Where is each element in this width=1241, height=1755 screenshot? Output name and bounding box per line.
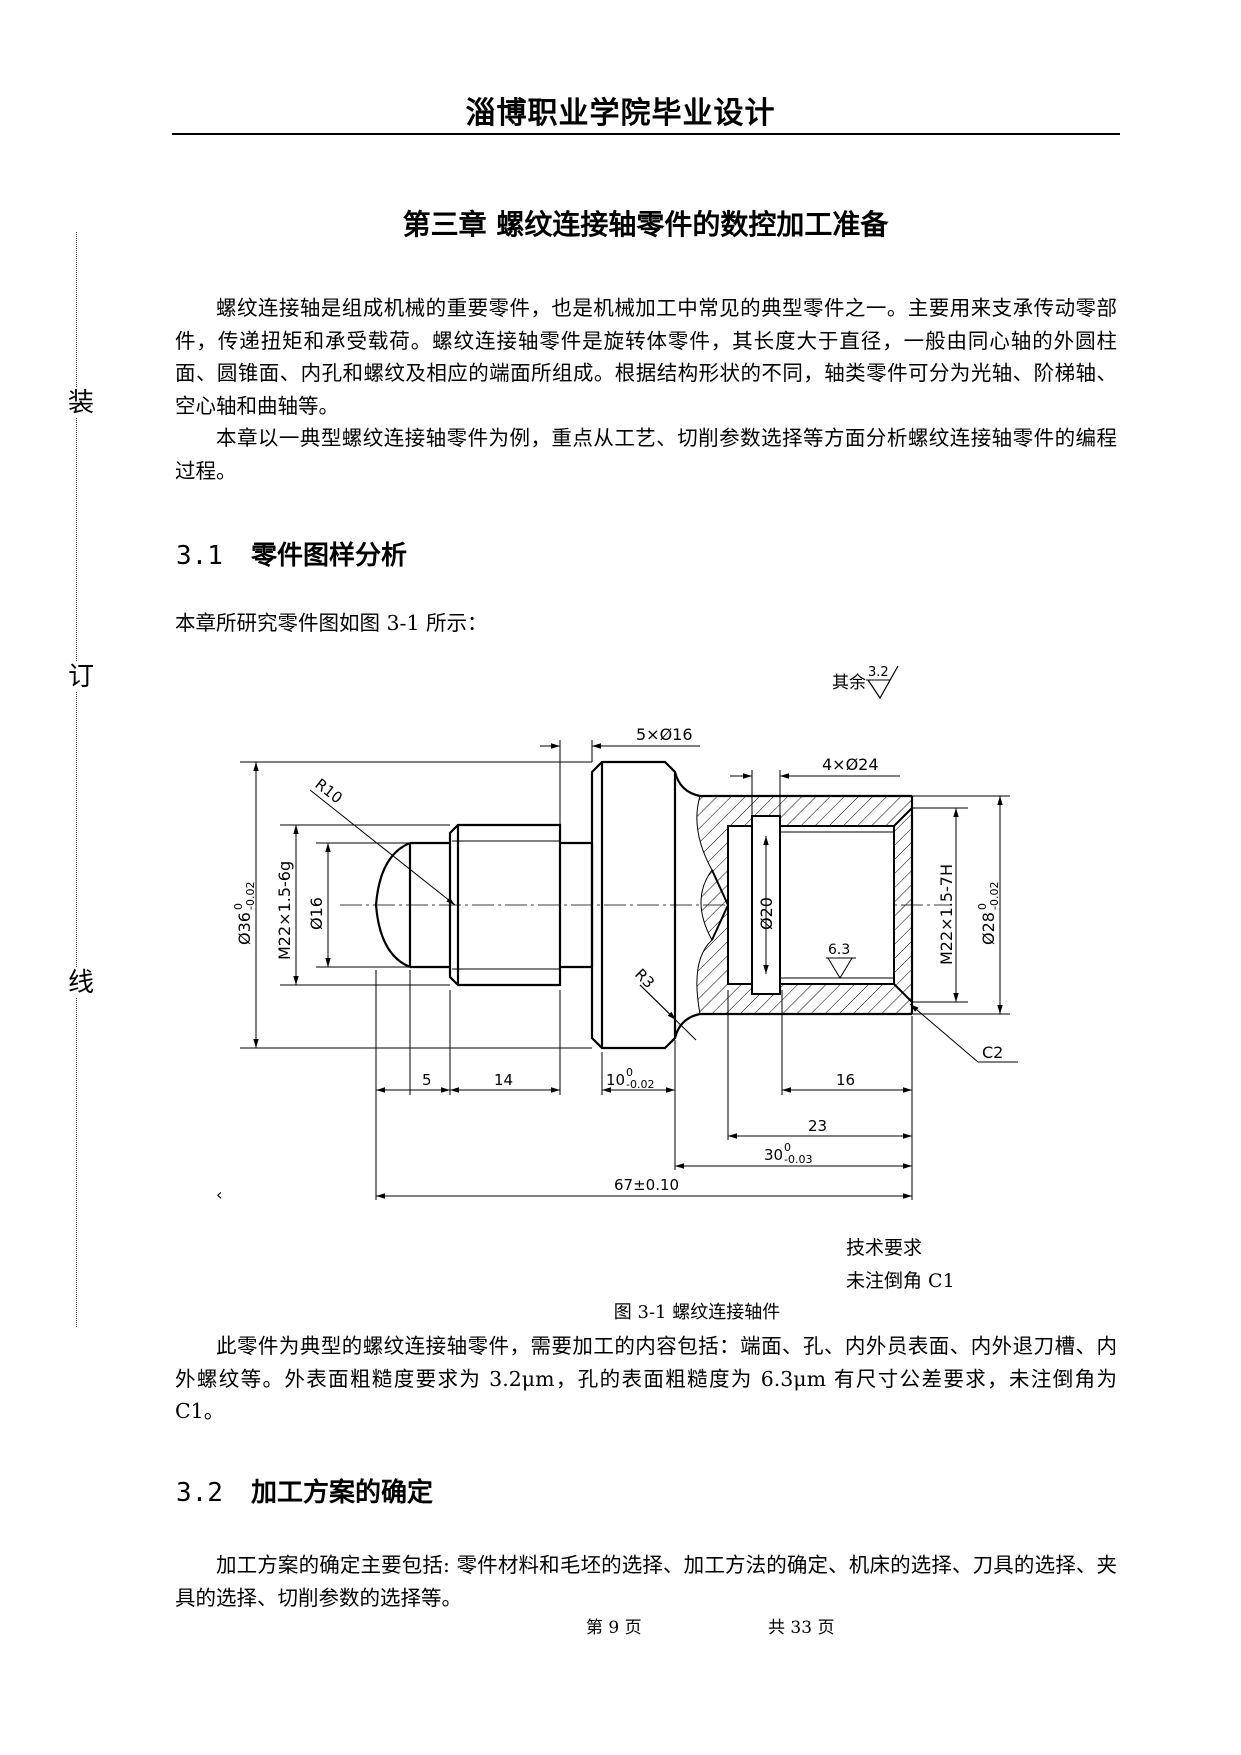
stray-mark: ‹ — [216, 1185, 222, 1204]
dim-d20: Ø20 — [757, 836, 776, 974]
section-heading-3-1: 3.1 零件图样分析 — [176, 535, 407, 572]
dim-l30-tol: -0.03 — [784, 1153, 812, 1166]
chapter-title: 第三章 螺纹连接轴零件的数控加工准备 — [402, 208, 889, 241]
analysis-paragraph: 此零件为典型的螺纹连接轴零件，需要加工的内容包括：端面、孔、内外员表面、内外退刀… — [175, 1334, 1117, 1423]
dim-d28-label: Ø28 — [979, 912, 998, 945]
dim-l67-label: 67±0.10 — [614, 1176, 679, 1194]
dim-l10-sup: 0 — [626, 1066, 633, 1079]
figure-lead-text: 本章所研究零件图如图 3-1 所示： — [175, 611, 488, 635]
dim-d28-tol: -0.02 — [988, 882, 1001, 910]
binding-char-ding: 订 — [66, 662, 96, 692]
dim-l30-label: 30 — [764, 1146, 783, 1164]
header-rule — [172, 133, 1120, 135]
tech-req-title: 技术要求 — [846, 1237, 923, 1259]
binding-char-xian: 线 — [66, 968, 96, 998]
footer-total-pages: 共 33 页 — [768, 1618, 835, 1638]
dim-l5-label: 5 — [422, 1071, 432, 1089]
dim-l14-label: 14 — [494, 1071, 513, 1089]
roughness-hole-symbol: 6.3 — [826, 942, 856, 979]
dim-d36-label: Ø36 — [235, 912, 254, 945]
intro-paragraph-1: 螺纹连接轴是组成机械的重要零件，也是机械加工中常见的典型零件之一。主要用来支承传… — [175, 296, 1117, 418]
plan-paragraph: 加工方案的确定主要包括: 零件材料和毛坯的选择、加工方法的确定、机床的选择、刀具… — [175, 1553, 1117, 1610]
section-title: 加工方案的确定 — [250, 1478, 433, 1508]
dim-r10: R10 — [309, 775, 456, 906]
tech-req-item: 未注倒角 C1 — [846, 1270, 955, 1292]
dim-l10-label: 10 — [606, 1071, 625, 1089]
binding-line — [76, 232, 77, 1327]
dim-m22-ext-label: M22×1.5-6g — [275, 861, 294, 960]
section-heading-3-2: 3.2 加工方案的确定 — [176, 1472, 433, 1509]
section-title: 零件图样分析 — [250, 541, 407, 571]
dim-d36-sup: 0 — [232, 903, 245, 910]
dim-r3: R3 — [631, 965, 697, 1041]
dim-diameters-left: Ø36 0 -0.02 M22×1.5-6g Ø16 — [232, 761, 592, 1049]
figure-caption: 图 3-1 螺纹连接轴件 — [613, 1302, 781, 1323]
binding-char-zhuang: 装 — [66, 388, 96, 418]
dim-d36-tol: -0.02 — [244, 882, 257, 910]
dim-d28-sup: 0 — [976, 903, 989, 910]
roughness-other-symbol: 其余 3.2 — [832, 665, 899, 700]
dim-m22-int-label: M22×1.5-7H — [937, 864, 956, 965]
page-header-title: 淄博职业学院毕业设计 — [465, 96, 776, 131]
roughness-other-value: 3.2 — [868, 665, 889, 680]
intro-paragraph-2: 本章以一典型螺纹连接轴零件为例，重点从工艺、切削参数选择等方面分析螺纹连接轴零件… — [175, 426, 1117, 483]
dim-l30-sup: 0 — [784, 1141, 791, 1154]
roughness-hole-value: 6.3 — [828, 942, 850, 958]
section-number: 3.1 — [176, 541, 223, 571]
dim-l23-label: 23 — [808, 1117, 827, 1135]
dim-inner-groove-label: 4×Ø24 — [822, 755, 879, 774]
dim-r3-label: R3 — [631, 965, 658, 992]
dim-inner-groove: 4×Ø24 — [730, 755, 900, 816]
dim-l16-label: 16 — [836, 1071, 855, 1089]
dim-lengths: 5 14 10 0 -0.02 16 23 30 0 -0.03 67±0.10 — [375, 970, 913, 1200]
roughness-note-label: 其余 — [832, 673, 866, 693]
dim-c2: C2 — [909, 1003, 1018, 1063]
dim-c2-label: C2 — [982, 1043, 1003, 1062]
dim-d20-label: Ø20 — [757, 897, 776, 930]
dim-d16-label: Ø16 — [307, 897, 326, 930]
dim-l10-tol: -0.02 — [626, 1078, 654, 1091]
footer-page-number: 第 9 页 — [586, 1618, 642, 1638]
dim-groove: 5×Ø16 — [540, 725, 700, 825]
dim-groove-label: 5×Ø16 — [636, 725, 693, 744]
section-view — [696, 795, 913, 1015]
section-number: 3.2 — [176, 1478, 223, 1508]
dim-diameters-right: M22×1.5-7H Ø28 0 -0.02 — [912, 795, 1010, 1015]
dim-r10-label: R10 — [312, 775, 346, 807]
